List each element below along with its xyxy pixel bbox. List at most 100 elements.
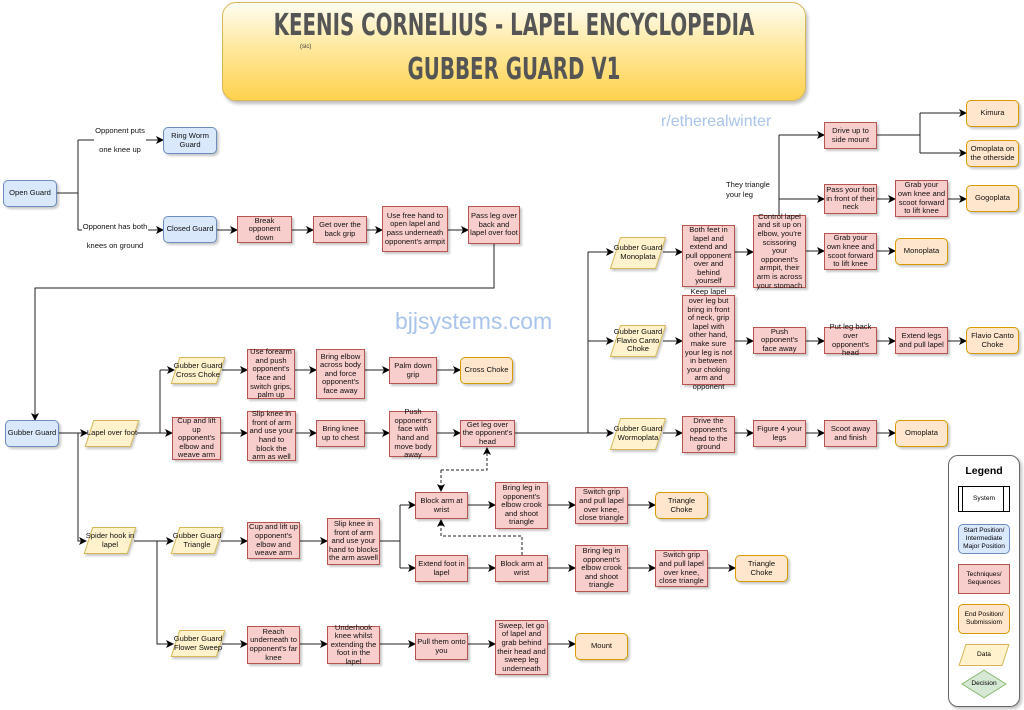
node-label: Extend legs and pull lapel <box>899 330 944 349</box>
node-label: Get leg over the opponent's head <box>462 419 513 446</box>
legend-start-position: Start Position/ Intermediate Major Posit… <box>958 524 1010 554</box>
node-block-arm2: Block arm at wrist <box>495 555 548 582</box>
node-tri-choke1: Triangle Choke <box>655 492 708 519</box>
node-put-leg: Put leg back over opponent's head <box>824 322 877 357</box>
node-switch2: Switch grip and pull lapel over knee, cl… <box>655 550 708 587</box>
node-label: Palm down grip <box>394 360 432 379</box>
node-sweep: Sweep, let go of lapel and grab behind t… <box>495 620 548 675</box>
node-label: Open Guard <box>9 188 51 198</box>
node-bring-leg1: Bring leg in opponent's elbow crook and … <box>495 482 548 529</box>
node-slip-knee1: Slip knee in front of arm and use your h… <box>247 409 296 462</box>
node-lapel-over-foot: Lapel over foot <box>84 420 140 447</box>
node-label: Gubber Guard Cross Choke <box>173 360 223 379</box>
node-mount: Mount <box>575 633 628 660</box>
node-label: Slip knee in front of arm and use your h… <box>249 409 294 462</box>
node-label: Grab your own knee and scoot forward to … <box>826 233 875 269</box>
node-monoplata: Monoplata <box>895 238 948 265</box>
node-label: Cup and lift up opponent's elbow and wea… <box>177 416 216 460</box>
edge-label-they-triangle: They triangle your leg <box>726 180 770 199</box>
dashed-connector <box>437 519 523 555</box>
node-closed-guard: Closed Guard <box>163 216 217 243</box>
node-label: Gubber Guard Monoplata <box>613 243 663 261</box>
node-bring-knee: Bring knee up to chest <box>316 420 365 447</box>
node-tri-choke2: Triangle Choke <box>735 555 788 582</box>
node-label: Drive the opponent's head to the ground <box>689 416 728 452</box>
node-label: Flavio Canto Choke <box>971 330 1014 349</box>
node-label: Push opponent's face with hand and move … <box>394 407 432 460</box>
node-label: Kimura <box>980 108 1005 118</box>
node-ring-worm: Ring Worm Guard <box>163 127 217 154</box>
node-drive-side: Drive up to side mount <box>824 122 877 149</box>
node-label: Use forearm and push opponent's face and… <box>250 347 292 400</box>
node-bring-elbow: Bring elbow across body and force oppone… <box>316 349 365 399</box>
site-watermark: bjjsystems.com <box>395 308 553 334</box>
node-free-hand: Use free hand to open lapel and pass und… <box>382 206 448 252</box>
legend-title: Legend <box>965 465 1003 477</box>
node-cup-lift1: Cup and lift up opponent's elbow and wea… <box>172 416 221 460</box>
node-label: Control lapel and sit up on elbow, you'r… <box>756 211 803 290</box>
legend-decision: Decision <box>958 670 1010 698</box>
node-get-leg: Get leg over the opponent's head <box>460 420 515 447</box>
node-label: Gubber Guard <box>7 428 57 438</box>
node-scoot: Scoot away and finish <box>824 420 877 447</box>
node-label: Switch grip and pull lapel over knee, cl… <box>659 550 704 586</box>
node-underhook: Underhook knee whilst extending the foot… <box>327 622 380 666</box>
node-kimura: Kimura <box>966 100 1019 127</box>
node-grab-knee1: Grab your own knee and scoot forward to … <box>895 180 948 217</box>
node-label: Closed Guard <box>166 224 214 234</box>
legend-system: System <box>958 486 1010 512</box>
node-reach: Reach underneath to opponent's far knee <box>247 626 300 664</box>
node-block-arm1: Block arm at wrist <box>415 492 468 519</box>
node-label: Monoplata <box>903 246 940 256</box>
legend-end-position: End Position/ Submissiom <box>958 604 1010 634</box>
node-label: Bring elbow across body and force oppone… <box>320 351 361 395</box>
legend-end-label: End Position/ Submissiom <box>964 611 1004 626</box>
node-gg-monoplata: Gubber Guard Monoplata <box>610 237 666 269</box>
node-label: Cup and lift up opponent's elbow and wea… <box>249 522 298 558</box>
node-push-face: Push opponent's face with hand and move … <box>389 407 437 460</box>
node-label: Bring leg in opponent's elbow crook and … <box>581 546 622 590</box>
connector-arrow <box>31 244 495 421</box>
connector-arrow <box>156 541 174 648</box>
node-pull-onto: Pull them onto you <box>415 633 468 660</box>
node-label: Grab your own knee and scoot forward to … <box>897 180 946 216</box>
node-gogoplata: Gogoplata <box>966 185 1019 212</box>
node-figure4: Figure 4 your legs <box>753 420 806 447</box>
node-gubber-guard: Gubber Guard <box>5 420 59 447</box>
node-keep-lapel: Keep lapel over leg but bring in front o… <box>682 288 735 391</box>
sic-annotation: (sic) <box>300 44 312 50</box>
legend-data-label: Data <box>977 651 991 658</box>
legend-tech-label: Techniques/ Sequences <box>966 571 1002 586</box>
node-label: Pass your foot in front of their neck <box>826 185 875 212</box>
node-label: Lapel over foot <box>86 428 138 438</box>
node-flower-sweep: Gubber Guard Flower Sweep <box>170 630 226 657</box>
node-flavio-choke: Flavio Canto Choke <box>966 327 1019 354</box>
node-gg-wormoplata: Gubber Guard Wormoplata <box>610 418 666 450</box>
node-omoplata: Omoplata <box>895 420 948 447</box>
node-pass-leg: Pass leg over back and lapel over foot <box>468 206 520 244</box>
node-gg-flavio: Gubber Guard Flavio Canto Choke <box>610 325 666 357</box>
node-label: Bring knee up to chest <box>321 423 360 442</box>
node-spider-hook: Spider hook in lapel <box>83 527 137 554</box>
node-label: Pull them onto you <box>417 636 466 655</box>
node-label: Figure 4 your legs <box>757 423 802 442</box>
legend: Legend System Start Position/ Intermedia… <box>948 455 1020 707</box>
node-label: Cross Choke <box>464 365 509 375</box>
node-cup-lift2: Cup and lift up opponent's elbow and wea… <box>247 522 300 559</box>
title-line-2: GUBBER GUARD V1 <box>407 52 621 87</box>
node-break-down: Break opponent down <box>237 216 292 243</box>
title-line-1: KEENIS CORNELIUS - LAPEL ENCYCLOPEDIA <box>273 8 755 43</box>
legend-system-label: System <box>973 495 995 502</box>
node-label: Get over the back grip <box>319 219 361 238</box>
node-label: Underhook knee whilst extending the foot… <box>330 622 377 666</box>
legend-decision-label: Decision <box>971 680 997 687</box>
node-label: Break opponent down <box>248 215 281 242</box>
node-label: Switch grip and pull lapel over knee, cl… <box>579 487 624 523</box>
node-use-forearm: Use forearm and push opponent's face and… <box>247 347 295 400</box>
legend-technique: Techniques/ Sequences <box>958 564 1010 594</box>
node-label: Push opponent's face away <box>761 326 798 353</box>
node-label: Omoplata on the otherside <box>970 143 1015 162</box>
node-label: Extend foot in lapel <box>418 558 465 577</box>
title-banner: KEENIS CORNELIUS - LAPEL ENCYCLOPEDIA GU… <box>222 2 806 101</box>
